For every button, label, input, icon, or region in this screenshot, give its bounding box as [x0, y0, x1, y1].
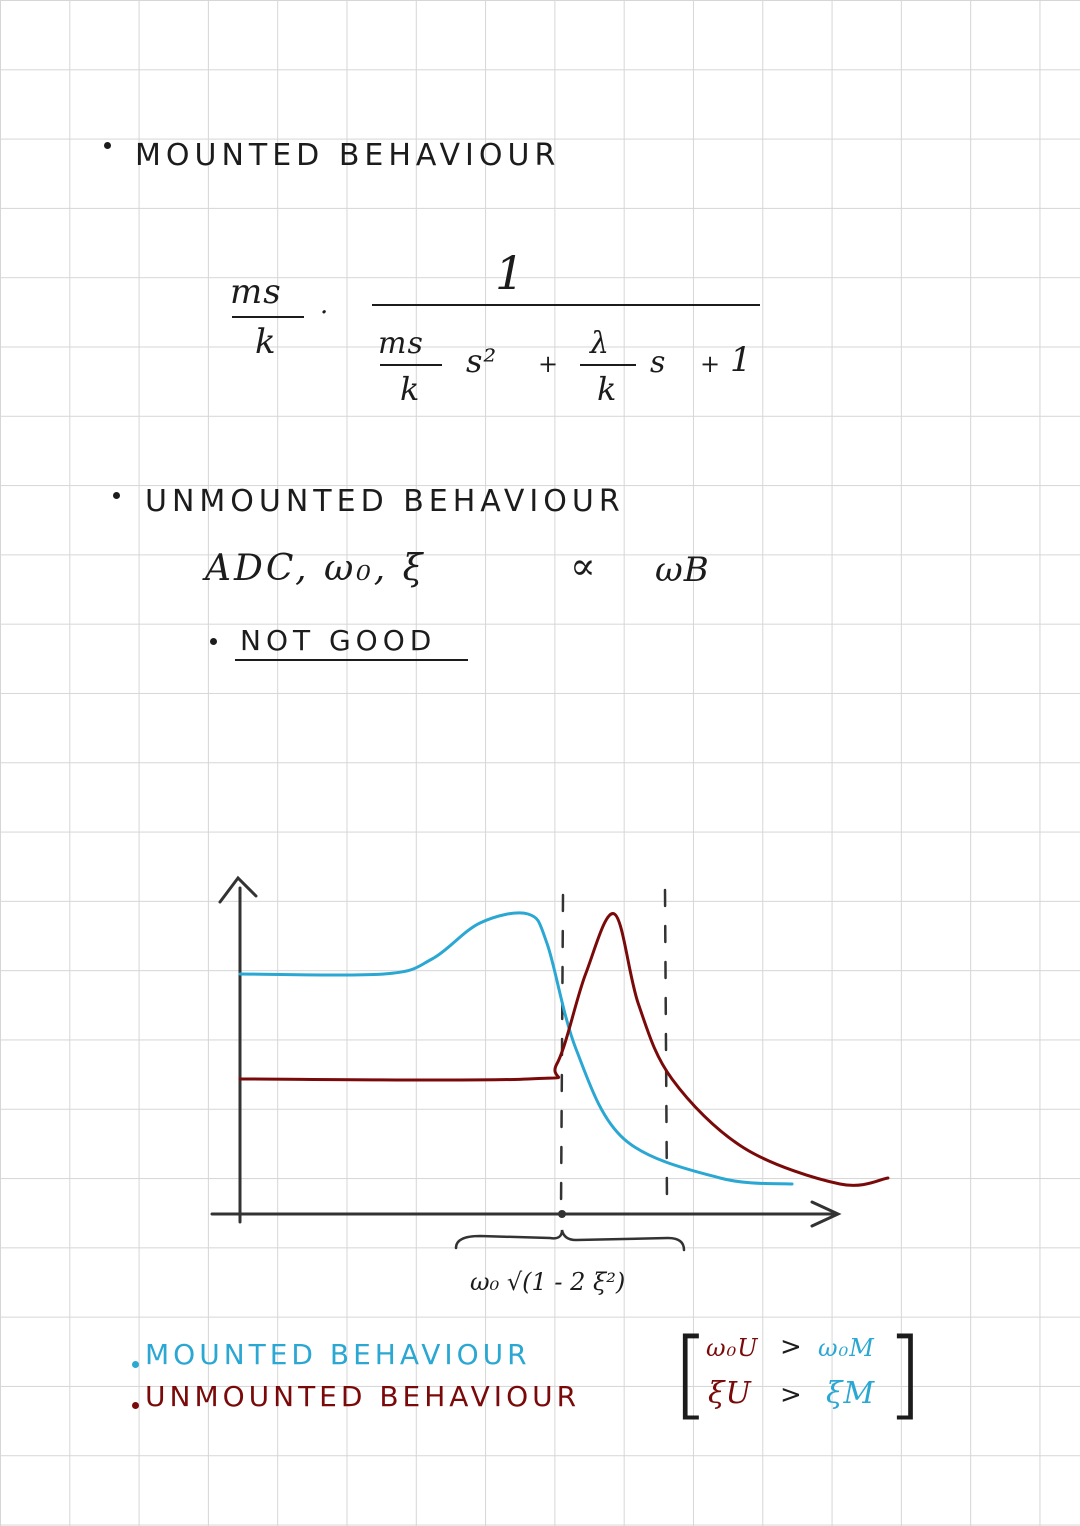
formula-den-s-squared: s² [466, 342, 498, 380]
note-underline [235, 659, 468, 661]
formula-dot: · [320, 298, 330, 328]
omega-b-symbol: ωB [655, 550, 710, 590]
series-line-mounted [238, 911, 794, 1186]
formula-den-s: s [650, 345, 667, 380]
omega-unmounted: ω₀U [706, 1334, 759, 1362]
xi-mounted: ξM [826, 1376, 876, 1411]
axis-crossing-point [558, 1210, 566, 1218]
x-annotation-label: ω₀ √(1 - 2 ξ²) [470, 1268, 625, 1296]
formula-prefactor-denominator: k [255, 322, 277, 362]
parameter-list: ADC, ω₀, ξ [205, 548, 426, 589]
right-bracket: ] [886, 1318, 927, 1430]
xi-unmounted: ξU [708, 1376, 752, 1411]
x-axis-arrowhead [810, 1200, 842, 1228]
legend-label-unmounted: UNMOUNTED BEHAVIOUR [145, 1380, 581, 1413]
proportional-symbol: ∝ [570, 544, 597, 588]
formula-main-fraction-bar [372, 304, 760, 306]
formula-den-term2-numerator: λ [590, 326, 611, 361]
unmounted-peak-marker [663, 888, 669, 1207]
legend-bullet-unmounted [132, 1402, 139, 1409]
line2-greater-than: > [780, 1380, 805, 1410]
formula-den-term1-denominator: k [400, 370, 421, 408]
heading-unmounted-behaviour: UNMOUNTED BEHAVIOUR [145, 484, 625, 519]
formula-numerator: 1 [495, 246, 526, 300]
formula-den-one: 1 [730, 340, 753, 380]
left-bracket: [ [672, 1318, 713, 1430]
y-axis-arrowhead [218, 875, 258, 904]
formula-plus-2: + [700, 350, 722, 378]
omega-mounted: ω₀M [818, 1334, 875, 1362]
formula-prefactor-fraction-bar [232, 316, 304, 318]
legend-bullet-mounted [132, 1361, 139, 1368]
formula-den-term1-bar [380, 364, 442, 366]
series-line-unmounted [238, 912, 890, 1187]
bullet-mounted [104, 142, 111, 149]
formula-plus-1: + [538, 350, 560, 378]
note-not-good: NOT GOOD [240, 624, 437, 657]
bullet-not-good [210, 638, 217, 645]
legend-label-mounted: MOUNTED BEHAVIOUR [145, 1338, 531, 1371]
frequency-brace [454, 1229, 686, 1252]
heading-mounted-behaviour: MOUNTED BEHAVIOUR [135, 138, 561, 173]
formula-den-term2-bar [580, 364, 636, 366]
chart-axes [210, 875, 842, 1228]
bullet-unmounted [113, 492, 120, 499]
formula-den-term2-denominator: k [597, 370, 618, 408]
formula-den-term1-numerator: ms [378, 326, 424, 361]
line1-greater-than: > [780, 1332, 805, 1362]
formula-prefactor-numerator: ms [230, 272, 282, 312]
